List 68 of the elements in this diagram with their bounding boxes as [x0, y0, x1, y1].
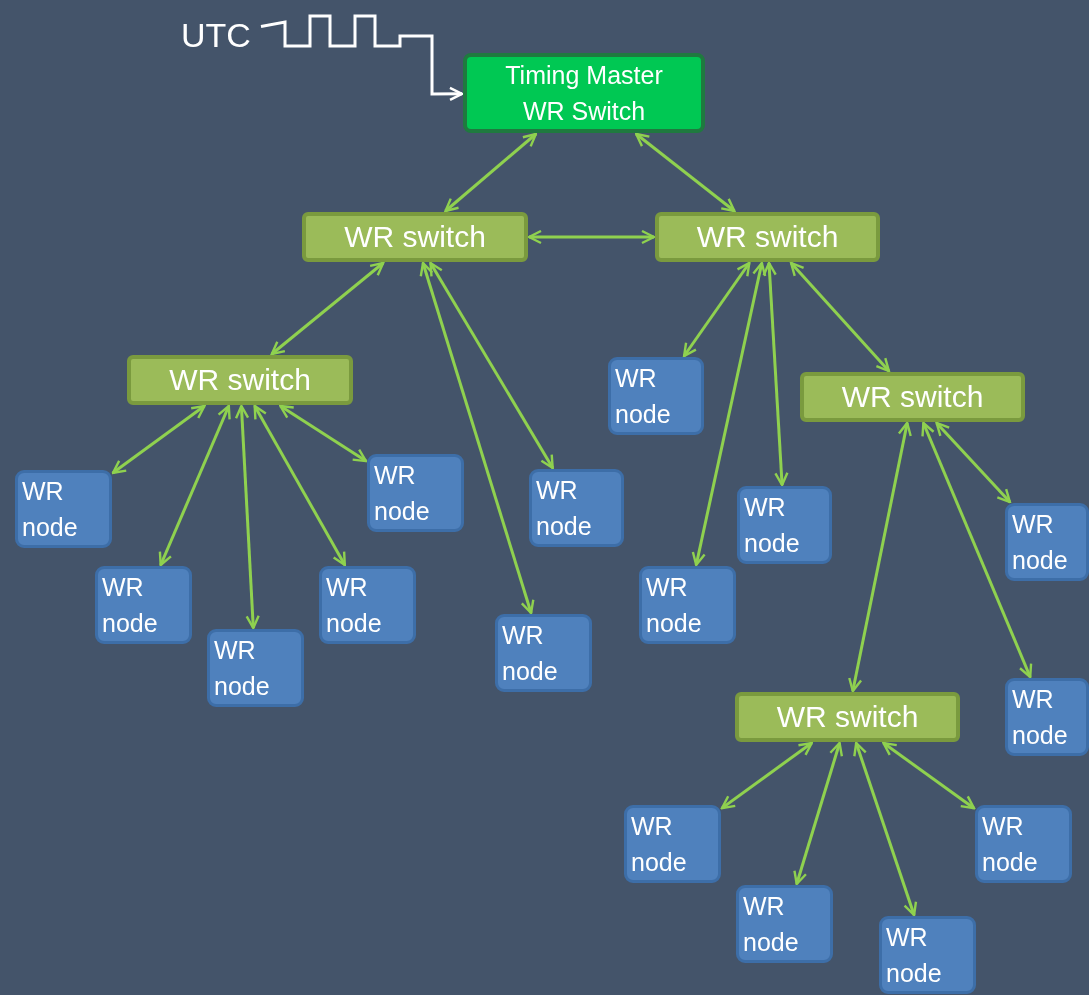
node-box — [1005, 503, 1089, 581]
node-label: WR node — [886, 921, 943, 989]
node-label: WR node — [743, 890, 800, 958]
node-box — [15, 470, 112, 548]
node-label: WR node — [646, 571, 703, 639]
node-label: WR node — [536, 474, 593, 542]
node-box — [975, 805, 1072, 883]
arrow — [429, 261, 554, 470]
node-box — [639, 566, 736, 644]
node-label: WR node — [374, 459, 431, 527]
arrow — [921, 421, 1033, 679]
node-box — [367, 454, 464, 532]
arrow — [419, 261, 535, 615]
arrow — [935, 421, 1012, 504]
arrow — [635, 132, 736, 213]
arrow — [682, 261, 751, 358]
switch-box — [655, 212, 880, 262]
arrow — [527, 229, 656, 245]
arrow — [848, 421, 912, 693]
node-label: WR switch — [841, 380, 984, 414]
arrow — [793, 741, 844, 886]
node-label: WR node — [102, 571, 159, 639]
node-box — [608, 357, 704, 435]
node-label: WR switch — [169, 363, 311, 397]
node-label: WR node — [744, 491, 801, 559]
node-label: WR node — [214, 634, 271, 702]
node-box — [1005, 678, 1089, 756]
node-box — [737, 486, 832, 564]
node-label: WR node — [326, 571, 383, 639]
arrow — [444, 132, 538, 213]
arrow — [279, 404, 368, 463]
node-label: WR switch — [776, 700, 919, 734]
signal-label: UTC — [172, 12, 260, 58]
node-box — [736, 885, 833, 963]
arrow — [762, 261, 789, 487]
arrow — [111, 404, 206, 474]
node-label: Timing Master WR Switch — [504, 59, 664, 127]
arrow — [270, 261, 385, 356]
node-label: WR node — [615, 362, 672, 430]
node-label: WR node — [22, 475, 79, 543]
arrow — [882, 741, 976, 810]
node-label: WR node — [982, 810, 1039, 878]
master-switch-box — [463, 53, 705, 133]
node-box — [95, 566, 192, 644]
node-box — [624, 805, 721, 883]
node-label: WR node — [1012, 508, 1069, 576]
node-label: WR node — [631, 810, 688, 878]
arrow — [253, 404, 347, 567]
arrow — [720, 741, 813, 810]
node-label: WR node — [1012, 683, 1069, 751]
node-box — [879, 916, 976, 994]
node-label: WR switch — [696, 220, 839, 254]
node-label: WR node — [502, 619, 559, 687]
switch-box — [302, 212, 528, 262]
arrow — [853, 741, 918, 917]
arrow — [234, 404, 260, 630]
signal-arrow — [260, 14, 464, 102]
arrow — [691, 261, 767, 567]
node-box — [207, 629, 304, 707]
node-label: WR switch — [344, 220, 486, 254]
node-box — [529, 469, 624, 547]
switch-box — [127, 355, 353, 405]
node-box — [495, 614, 592, 692]
switch-box — [800, 372, 1025, 422]
node-box — [319, 566, 416, 644]
switch-box — [735, 692, 960, 742]
arrow — [789, 261, 891, 373]
arrow — [158, 404, 231, 567]
